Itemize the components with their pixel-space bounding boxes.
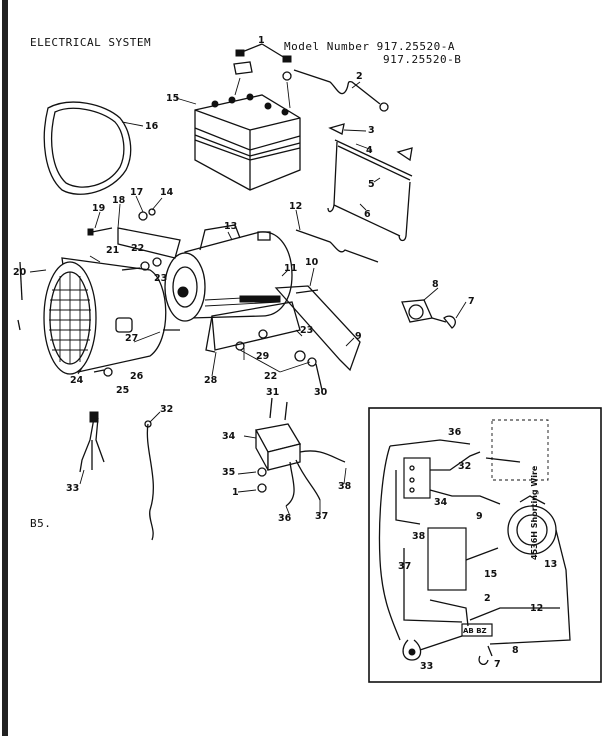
part-label-12: 12 [289, 201, 303, 212]
part-label-25: 25 [116, 385, 130, 396]
part-label-17: 17 [130, 187, 144, 198]
part-label-6: 6 [364, 209, 371, 220]
page-left-border [2, 0, 8, 736]
page-code: B5. [30, 517, 52, 530]
part-label-32: 32 [160, 404, 174, 415]
inset-terminal-label: AB BZ [463, 627, 487, 635]
part-label-27: 27 [125, 333, 139, 344]
part-label-11: 11 [284, 263, 298, 274]
wiring-harness-33 [79, 411, 105, 473]
battery-hold-down [327, 123, 413, 242]
part-label-37: 37 [315, 511, 329, 522]
model-number-line2: 917.25520-B [383, 53, 462, 66]
inset-label-2: 2 [484, 593, 491, 604]
lead-wire-32 [146, 423, 154, 541]
inset-label-37: 37 [398, 561, 412, 572]
battery-drawing [194, 93, 301, 191]
part-label-23-right: 23 [300, 325, 314, 336]
inset-label-34: 34 [434, 497, 448, 508]
part-label-23-left: 23 [154, 273, 168, 284]
part-label-14: 14 [160, 187, 174, 198]
part-label-2: 2 [356, 71, 363, 82]
part-label-35: 35 [222, 467, 236, 478]
part-label-33: 33 [66, 483, 80, 494]
inset-label-12: 12 [530, 603, 544, 614]
part-label-29: 29 [256, 351, 270, 362]
inset-label-13: 13 [544, 559, 558, 570]
part-label-34: 34 [222, 431, 236, 442]
part-label-22-top: 22 [131, 243, 145, 254]
diagram-title: ELECTRICAL SYSTEM [30, 36, 152, 49]
part-label-38: 38 [338, 481, 352, 492]
wiring-schematic-inset [368, 407, 602, 683]
inset-label-15: 15 [484, 569, 498, 580]
part-label-18: 18 [112, 195, 126, 206]
voltage-regulator-drawing [255, 423, 346, 507]
belt-drawing [43, 101, 132, 195]
inset-label-8: 8 [512, 645, 519, 656]
solenoid-drawing [401, 299, 456, 329]
inset-label-38: 38 [412, 531, 426, 542]
part-label-10: 10 [305, 257, 319, 268]
part-label-20: 20 [13, 267, 27, 278]
inset-label-9: 9 [476, 511, 483, 522]
part-label-22-lower: 22 [264, 371, 278, 382]
starter-generator-drawing [164, 224, 293, 322]
inset-label-32: 32 [458, 461, 472, 472]
part-label-4: 4 [366, 145, 373, 156]
part-label-31: 31 [266, 387, 280, 398]
leader-lines [29, 81, 467, 517]
inset-label-7: 7 [494, 659, 501, 670]
part-label-5: 5 [368, 179, 375, 190]
part-label-19: 19 [92, 203, 106, 214]
terminal-bolts [233, 43, 292, 109]
part-label-3: 3 [368, 125, 375, 136]
part-label-1-top: 1 [258, 35, 265, 46]
part-label-26: 26 [130, 371, 144, 382]
inset-shorting-wire-label: 4536H Shorting Wire [530, 465, 539, 560]
part-label-13: 13 [224, 221, 238, 232]
part-label-36: 36 [278, 513, 292, 524]
part-label-1-lower: 1 [232, 487, 239, 498]
inset-label-33: 33 [420, 661, 434, 672]
part-label-7: 7 [468, 296, 475, 307]
part-label-15: 15 [166, 93, 180, 104]
part-label-9: 9 [355, 331, 362, 342]
inset-label-36: 36 [448, 427, 462, 438]
shroud-drawing [43, 257, 167, 375]
part-label-8: 8 [432, 279, 439, 290]
model-number-line1: Model Number 917.25520-A [284, 40, 455, 53]
part-label-21: 21 [106, 245, 120, 256]
part-label-28: 28 [204, 375, 218, 386]
fasteners [17, 208, 379, 421]
mounting-brackets [117, 227, 361, 372]
part-label-30: 30 [314, 387, 328, 398]
part-label-16: 16 [145, 121, 159, 132]
battery-cable [293, 69, 381, 105]
part-label-24: 24 [70, 375, 84, 386]
